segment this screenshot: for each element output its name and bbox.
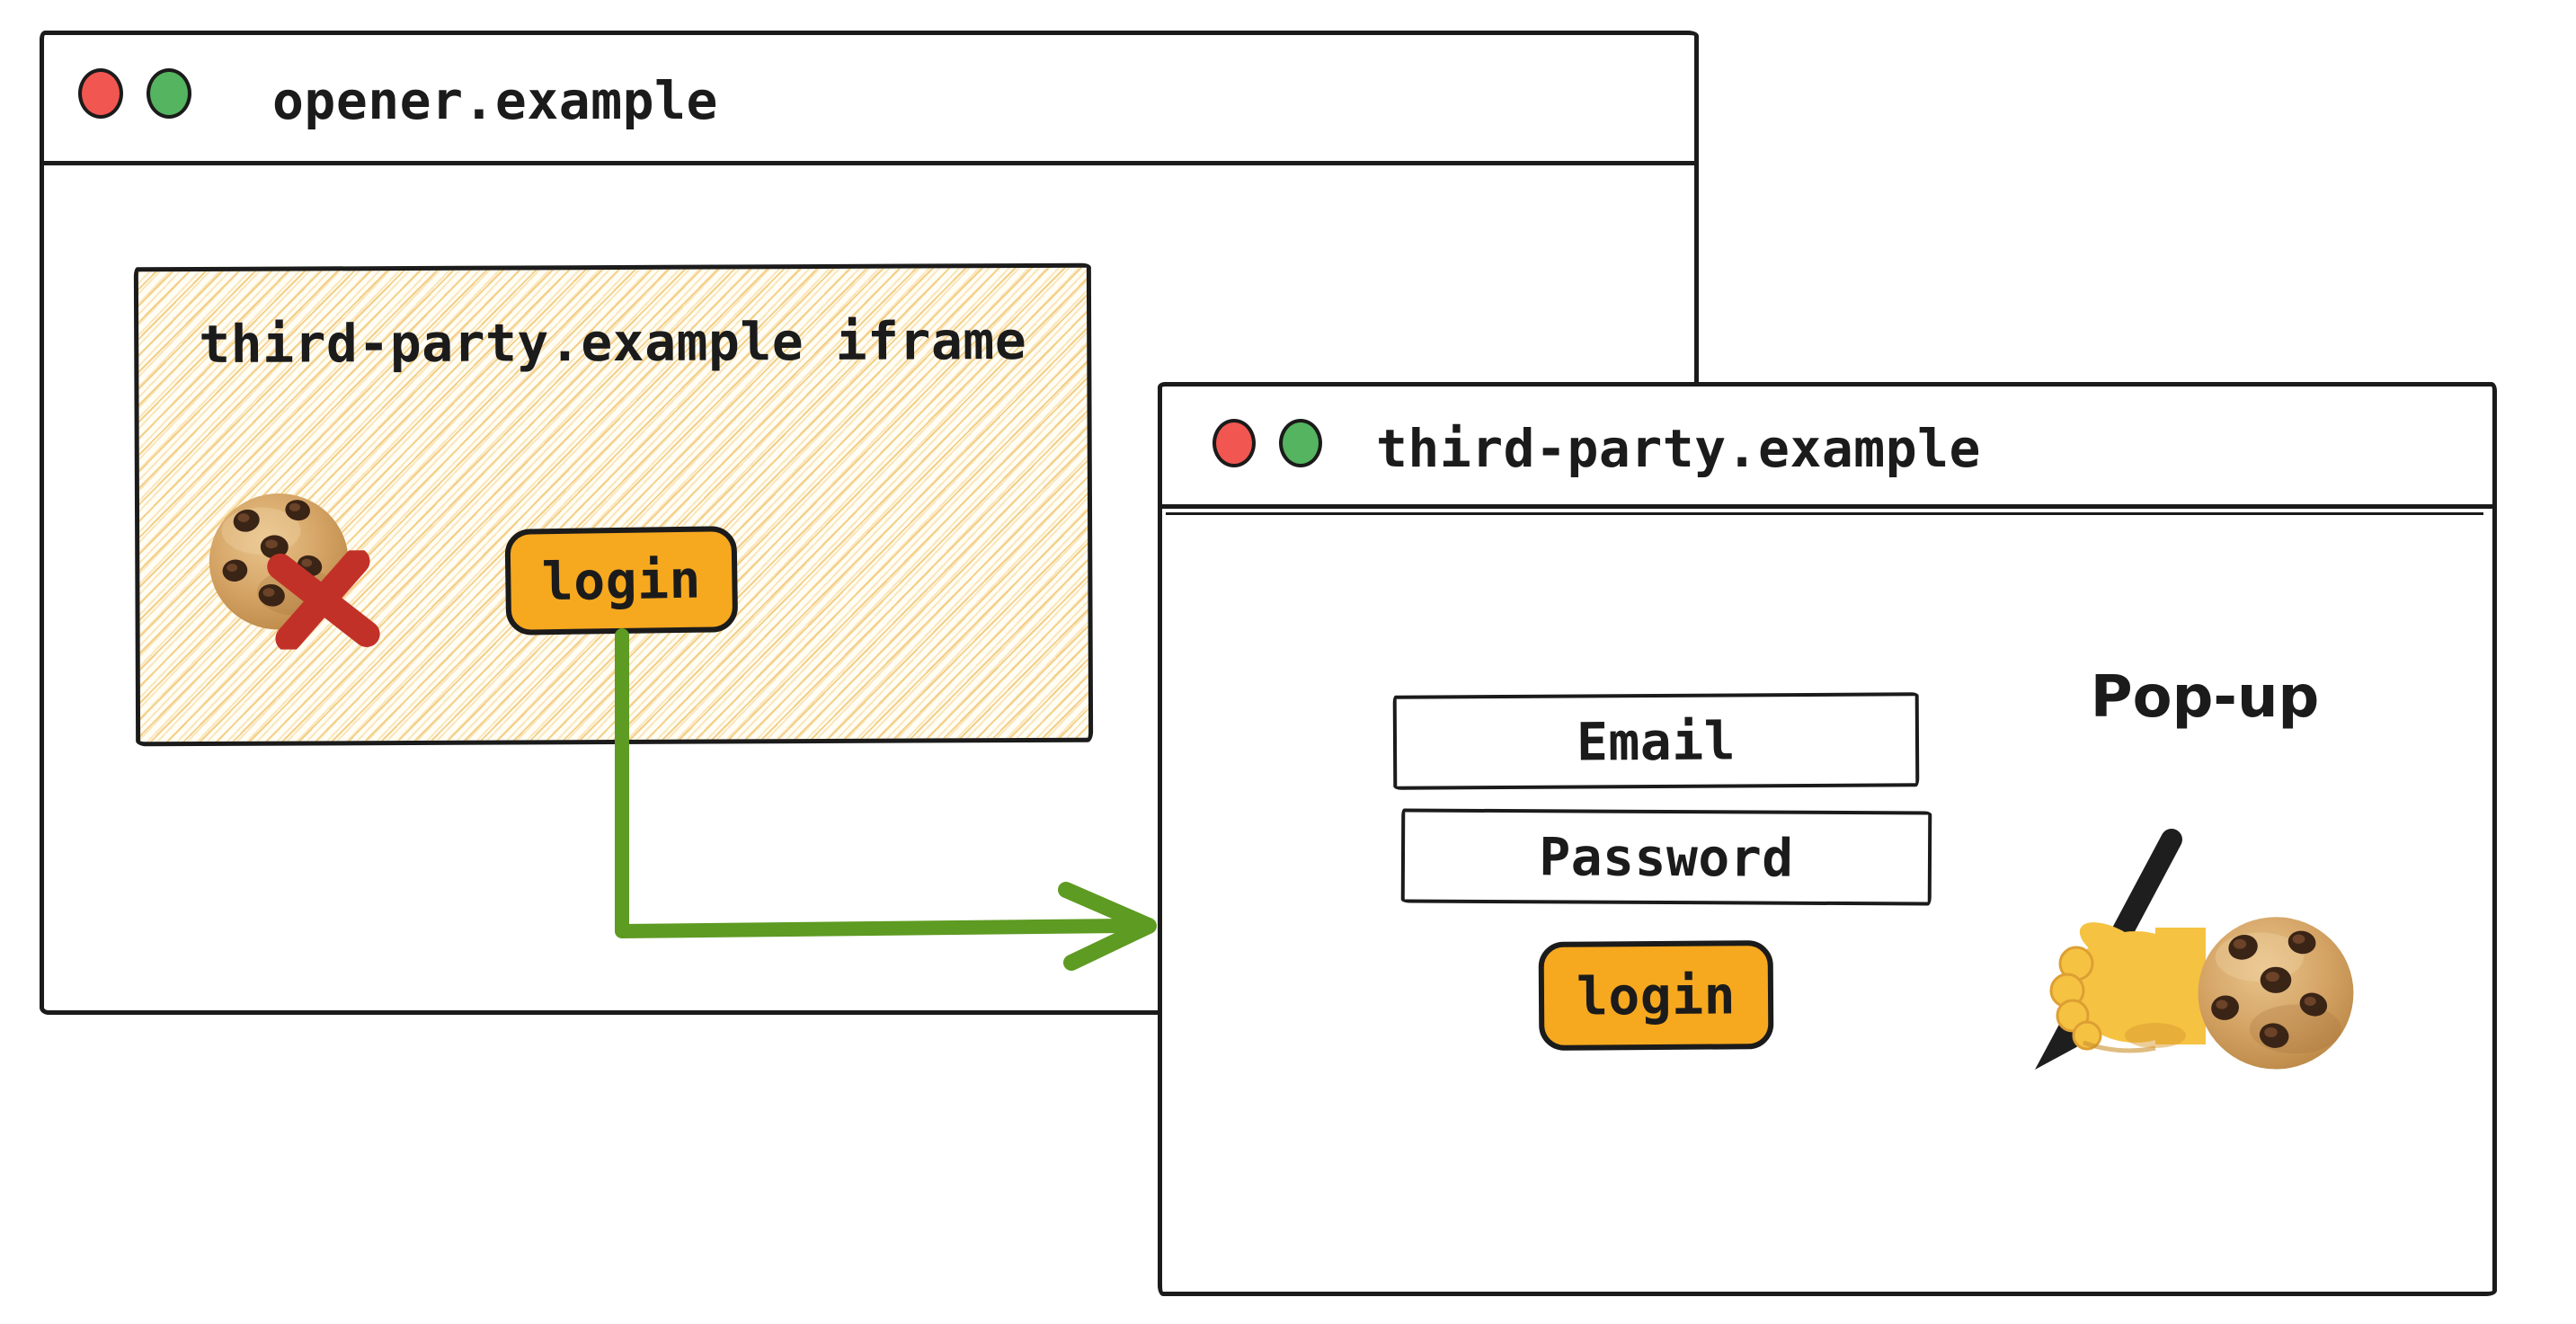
writing-hand-icon [2035,829,2206,1070]
popup-window: third-party.example login Pop-up [1158,382,2497,1296]
password-field[interactable] [1400,808,1932,906]
popup-window-title: third-party.example [1376,418,1981,479]
iframe-label: third-party.example iframe [199,309,1027,376]
opener-window-title: opener.example [272,70,718,131]
email-field[interactable] [1392,692,1920,790]
iframe-login-button[interactable]: login [504,526,739,635]
traffic-light-green-icon[interactable] [147,68,191,119]
opener-titlebar: opener.example [44,35,1694,165]
popup-login-button[interactable]: login [1538,940,1774,1051]
red-x-icon [267,550,380,650]
popup-annotation-label: Pop-up [2090,664,2320,731]
cookie-icon [2198,917,2354,1070]
traffic-light-red-icon[interactable] [78,68,123,119]
third-party-iframe: third-party.example iframe [133,262,1094,747]
popup-titlebar: third-party.example [1162,387,2492,515]
traffic-light-green-icon[interactable] [1279,419,1322,467]
traffic-light-red-icon[interactable] [1212,419,1256,467]
